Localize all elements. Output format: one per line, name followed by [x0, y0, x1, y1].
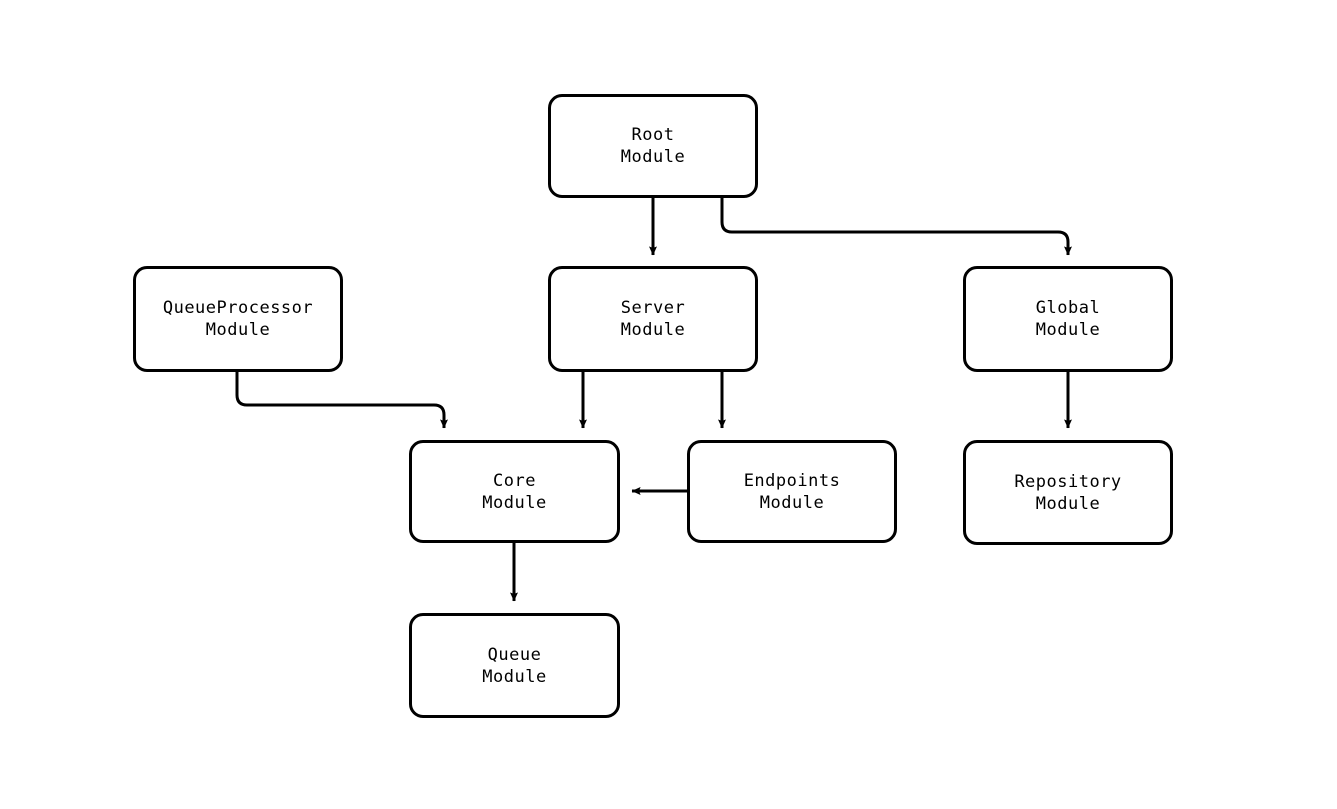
node-label-server: Server Module: [620, 298, 686, 340]
node-label-repository: Repository Module: [1014, 471, 1122, 514]
node-queue[interactable]: Queue Module: [409, 613, 620, 718]
node-endpoints[interactable]: Endpoints Module: [687, 440, 897, 543]
node-label-global: Global Module: [1035, 298, 1101, 340]
node-queueprocessor[interactable]: QueueProcessor Module: [133, 266, 343, 372]
edge-root-global: [720, 198, 1072, 256]
node-label-root: Root Module: [620, 125, 686, 167]
node-core[interactable]: Core Module: [409, 440, 620, 543]
node-label-endpoints: Endpoints Module: [743, 470, 841, 513]
node-label-core: Core Module: [482, 470, 547, 513]
node-label-queueprocessor: QueueProcessor Module: [162, 298, 314, 340]
node-repository[interactable]: Repository Module: [963, 440, 1173, 545]
node-root[interactable]: Root Module: [548, 94, 758, 198]
edge-queueprocessor-core: [235, 372, 448, 429]
node-label-queue: Queue Module: [482, 644, 547, 687]
node-global[interactable]: Global Module: [963, 266, 1173, 372]
node-server[interactable]: Server Module: [548, 266, 758, 372]
edge-group: [235, 198, 1072, 602]
